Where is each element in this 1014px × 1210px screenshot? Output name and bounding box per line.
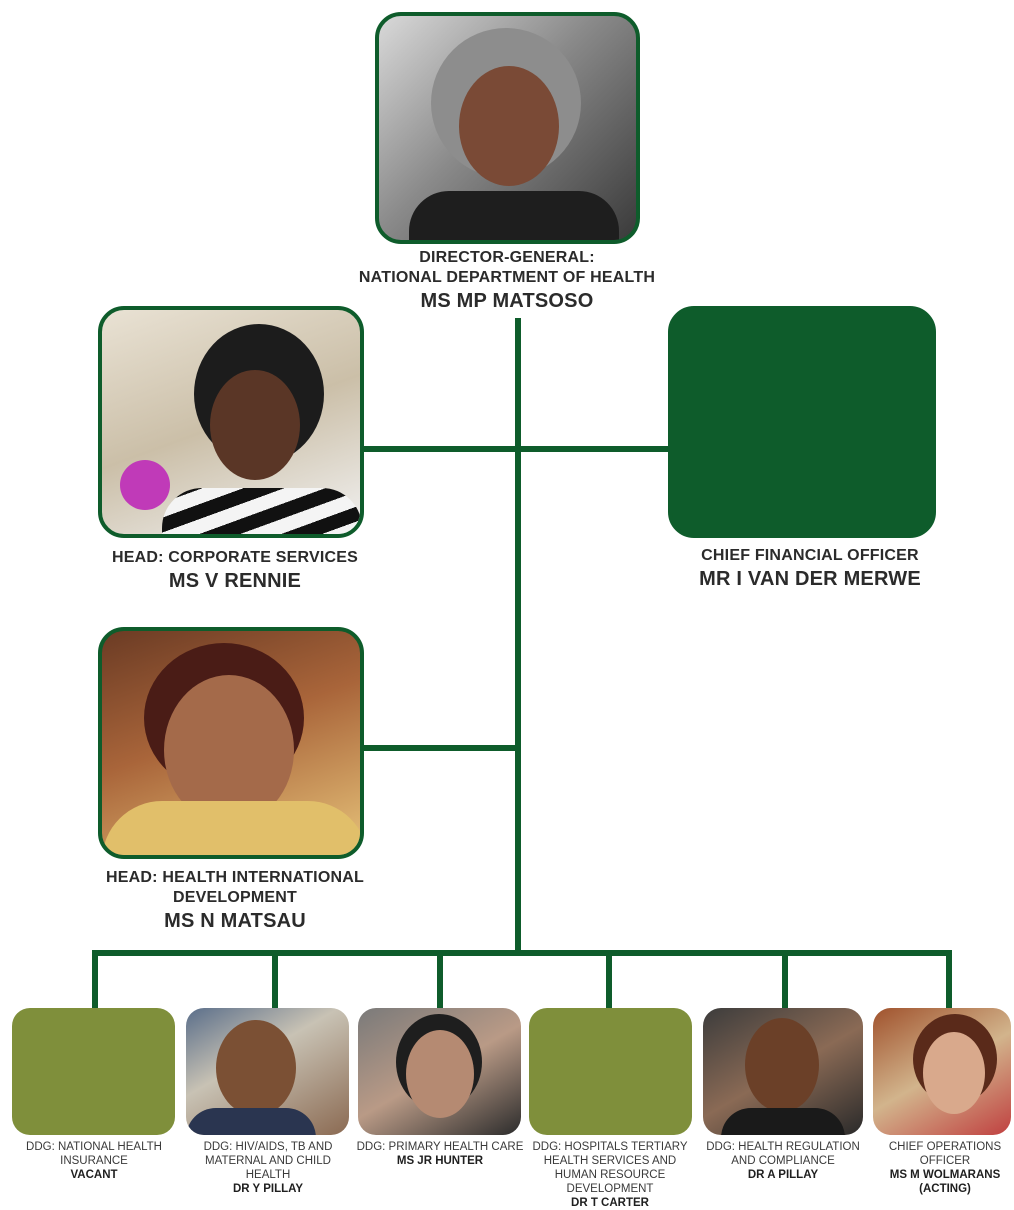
portrait-face bbox=[923, 1032, 985, 1114]
cfo-name: MR I VAN DER MERWE bbox=[699, 568, 921, 590]
corporate-services-photo bbox=[98, 306, 364, 538]
director-name: MS MP MATSOSO bbox=[420, 290, 594, 312]
international-development-photo bbox=[98, 627, 364, 859]
connector-horizontal-ddg-bus bbox=[92, 950, 952, 956]
portrait-face bbox=[459, 66, 559, 186]
connector-drop-4 bbox=[606, 950, 612, 1008]
cfo-photo-placeholder bbox=[668, 306, 936, 538]
coo-label: CHIEF OPERATIONS OFFICER MS M WOLMARANS … bbox=[878, 1140, 1012, 1196]
connector-drop-5 bbox=[782, 950, 788, 1008]
portrait-face bbox=[216, 1020, 296, 1116]
international-name: MS N MATSAU bbox=[164, 910, 306, 932]
ddg-phc-name: MS JR HUNTER bbox=[396, 1155, 484, 1167]
coo-title: CHIEF OPERATIONS OFFICER bbox=[888, 1141, 1002, 1167]
ddg-regulation-title: DDG: HEALTH REGULATION AND COMPLIANCE bbox=[706, 1141, 860, 1167]
portrait-body bbox=[102, 801, 360, 855]
director-title-line1: DIRECTOR-GENERAL: bbox=[419, 249, 595, 266]
international-title-line1: HEAD: HEALTH INTERNATIONAL bbox=[106, 869, 364, 886]
coo-photo bbox=[873, 1008, 1011, 1135]
ddg-hiv-name: DR Y PILLAY bbox=[232, 1183, 304, 1195]
portrait-face bbox=[406, 1030, 474, 1118]
connector-horizontal-international bbox=[362, 745, 518, 751]
international-title-line2: DEVELOPMENT bbox=[173, 889, 297, 906]
portrait-face bbox=[210, 370, 300, 480]
corporate-name: MS V RENNIE bbox=[168, 570, 302, 592]
ddg-hospitals-name: DR T CARTER bbox=[571, 1197, 649, 1209]
connector-drop-3 bbox=[437, 950, 443, 1008]
coo-name: MS M WOLMARANS (ACTING) bbox=[889, 1169, 1001, 1195]
cfo-title: CHIEF FINANCIAL OFFICER bbox=[701, 547, 919, 564]
corporate-title: HEAD: CORPORATE SERVICES bbox=[111, 549, 359, 566]
cfo-label: CHIEF FINANCIAL OFFICER MR I VAN DER MER… bbox=[650, 546, 970, 591]
portrait-face bbox=[164, 675, 294, 825]
international-development-label: HEAD: HEALTH INTERNATIONAL DEVELOPMENT M… bbox=[70, 868, 400, 933]
connector-drop-2 bbox=[272, 950, 278, 1008]
portrait-face bbox=[745, 1018, 819, 1112]
ddg-hiv-title: DDG: HIV/AIDS, TB AND MATERNAL AND CHILD… bbox=[203, 1141, 333, 1181]
ddg-nhi-photo-placeholder bbox=[12, 1008, 175, 1135]
ddg-hiv-photo bbox=[186, 1008, 349, 1135]
portrait-body bbox=[186, 1108, 316, 1135]
ddg-hospitals-photo-placeholder bbox=[529, 1008, 692, 1135]
ddg-phc-photo bbox=[358, 1008, 521, 1135]
ddg-hospitals-title: DDG: HOSPITALS TERTIARY HEALTH SERVICES … bbox=[532, 1141, 688, 1195]
ddg-nhi-name: VACANT bbox=[70, 1169, 118, 1181]
portrait-body bbox=[162, 488, 360, 534]
flower-decoration bbox=[120, 460, 170, 510]
portrait-body bbox=[409, 191, 619, 240]
ddg-nhi-title: DDG: NATIONAL HEALTH INSURANCE bbox=[26, 1141, 162, 1167]
ddg-hospitals-label: DDG: HOSPITALS TERTIARY HEALTH SERVICES … bbox=[522, 1140, 698, 1210]
director-general-photo bbox=[375, 12, 640, 244]
portrait-body bbox=[721, 1108, 845, 1135]
ddg-hiv-label: DDG: HIV/AIDS, TB AND MATERNAL AND CHILD… bbox=[184, 1140, 352, 1196]
connector-vertical-main bbox=[515, 318, 521, 950]
ddg-regulation-photo bbox=[703, 1008, 863, 1135]
corporate-services-label: HEAD: CORPORATE SERVICES MS V RENNIE bbox=[80, 548, 390, 593]
connector-drop-1 bbox=[92, 950, 98, 1008]
ddg-regulation-label: DDG: HEALTH REGULATION AND COMPLIANCE DR… bbox=[700, 1140, 866, 1182]
ddg-regulation-name: DR A PILLAY bbox=[747, 1169, 819, 1181]
ddg-phc-title: DDG: PRIMARY HEALTH CARE bbox=[356, 1141, 524, 1153]
connector-horizontal-upper bbox=[362, 446, 674, 452]
director-general-label: DIRECTOR-GENERAL: NATIONAL DEPARTMENT OF… bbox=[312, 248, 702, 313]
connector-drop-6 bbox=[946, 950, 952, 1008]
director-title-line2: NATIONAL DEPARTMENT OF HEALTH bbox=[358, 269, 656, 286]
ddg-phc-label: DDG: PRIMARY HEALTH CARE MS JR HUNTER bbox=[356, 1140, 524, 1168]
ddg-nhi-label: DDG: NATIONAL HEALTH INSURANCE VACANT bbox=[8, 1140, 180, 1182]
